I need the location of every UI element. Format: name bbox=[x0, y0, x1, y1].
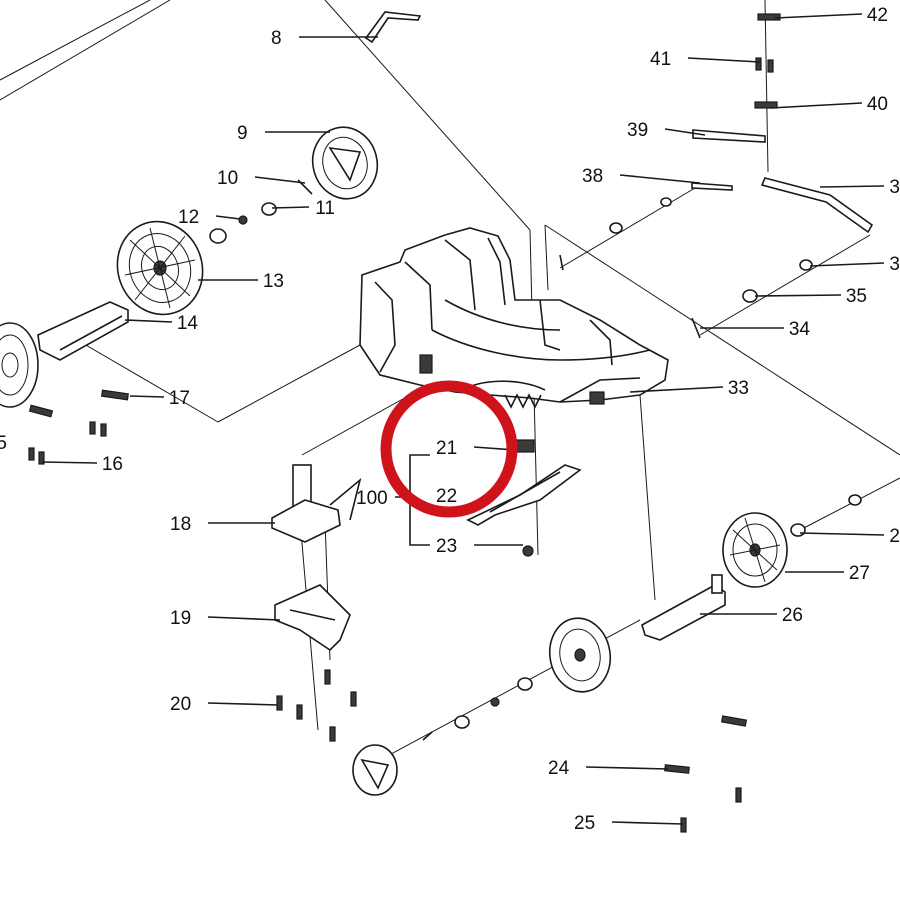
axle-bracket-26 bbox=[641, 574, 726, 641]
small-hardware bbox=[209, 179, 313, 244]
callout-label-35: 35 bbox=[846, 286, 867, 307]
callout-line-16 bbox=[41, 461, 98, 464]
callout-label-39: 39 bbox=[627, 120, 648, 141]
callout-line-35 bbox=[754, 294, 842, 297]
callout-line-38 bbox=[619, 174, 701, 184]
callout-label-5: 5 bbox=[0, 433, 7, 454]
axle-bracket-14 bbox=[37, 301, 129, 361]
callout-label-25: 25 bbox=[574, 813, 595, 834]
callout-label-36: 3 bbox=[889, 254, 900, 275]
screws-24-25 bbox=[664, 715, 748, 833]
callout-label-12: 12 bbox=[178, 207, 199, 228]
callout-label-40: 40 bbox=[867, 94, 888, 115]
callout-line-33 bbox=[629, 386, 724, 393]
callout-label-8: 8 bbox=[271, 28, 282, 49]
front-wheel-right bbox=[548, 617, 612, 693]
callout-label-24: 24 bbox=[548, 758, 570, 779]
callout-label-33: 33 bbox=[728, 378, 749, 399]
motor-mount-18 bbox=[271, 464, 362, 543]
rear-wheel-right bbox=[722, 494, 862, 588]
callout-line-40 bbox=[769, 102, 863, 109]
mower-deck bbox=[359, 227, 669, 405]
callout-line-41 bbox=[687, 57, 761, 63]
callout-label-100: 100 bbox=[356, 488, 388, 509]
callout-label-27: 27 bbox=[849, 563, 870, 584]
callout-line-14 bbox=[124, 319, 173, 323]
callout-line-28 bbox=[799, 532, 885, 536]
motor-coils bbox=[504, 393, 542, 409]
left-wheel-partial bbox=[0, 322, 39, 408]
callout-line-10 bbox=[254, 176, 306, 184]
callout-line-12 bbox=[215, 215, 241, 220]
callout-label-20: 20 bbox=[170, 694, 191, 715]
hubcap-front bbox=[352, 744, 398, 796]
callout-label-13: 13 bbox=[263, 271, 284, 292]
rear-wheel-left bbox=[116, 220, 204, 316]
front-axle-hardware bbox=[422, 677, 533, 741]
callout-label-9: 9 bbox=[237, 123, 248, 144]
callout-label-14: 14 bbox=[177, 313, 199, 334]
callout-label-21: 21 bbox=[436, 438, 457, 459]
callout-label-19: 19 bbox=[170, 608, 191, 629]
hubcap-9 bbox=[311, 126, 379, 200]
screws-20 bbox=[276, 669, 357, 742]
callout-line-19 bbox=[207, 616, 281, 621]
callout-line-42 bbox=[774, 13, 863, 19]
callout-line-24 bbox=[585, 766, 669, 770]
callout-label-18: 18 bbox=[170, 514, 191, 535]
callout-label-23: 23 bbox=[436, 536, 457, 557]
callout-label-41: 41 bbox=[650, 49, 671, 70]
callout-label-34: 34 bbox=[789, 319, 811, 340]
callout-label-22: 22 bbox=[436, 486, 457, 507]
callout-label-11: 11 bbox=[315, 198, 335, 219]
highlight-circle bbox=[380, 380, 518, 518]
callout-label-37: 3 bbox=[889, 177, 900, 198]
callout-line-11 bbox=[271, 206, 310, 209]
callout-label-38: 38 bbox=[582, 166, 603, 187]
callout-label-42: 42 bbox=[867, 5, 888, 26]
callout-label-10: 10 bbox=[217, 168, 238, 189]
screws-left bbox=[28, 389, 129, 465]
callout-line-20 bbox=[207, 702, 279, 706]
callout-line-25 bbox=[611, 821, 684, 825]
callout-label-26: 26 bbox=[782, 605, 803, 626]
callout-label-17: 17 bbox=[169, 388, 190, 409]
callout-line-39 bbox=[664, 128, 706, 136]
handle-parts bbox=[364, 11, 874, 339]
callout-label-16: 16 bbox=[102, 454, 123, 475]
callout-label-28: 2 bbox=[889, 526, 900, 547]
callout-line-36 bbox=[809, 262, 885, 267]
mulch-plug-19 bbox=[274, 584, 351, 652]
callout-line-17 bbox=[129, 395, 165, 398]
callout-line-37 bbox=[819, 185, 885, 188]
